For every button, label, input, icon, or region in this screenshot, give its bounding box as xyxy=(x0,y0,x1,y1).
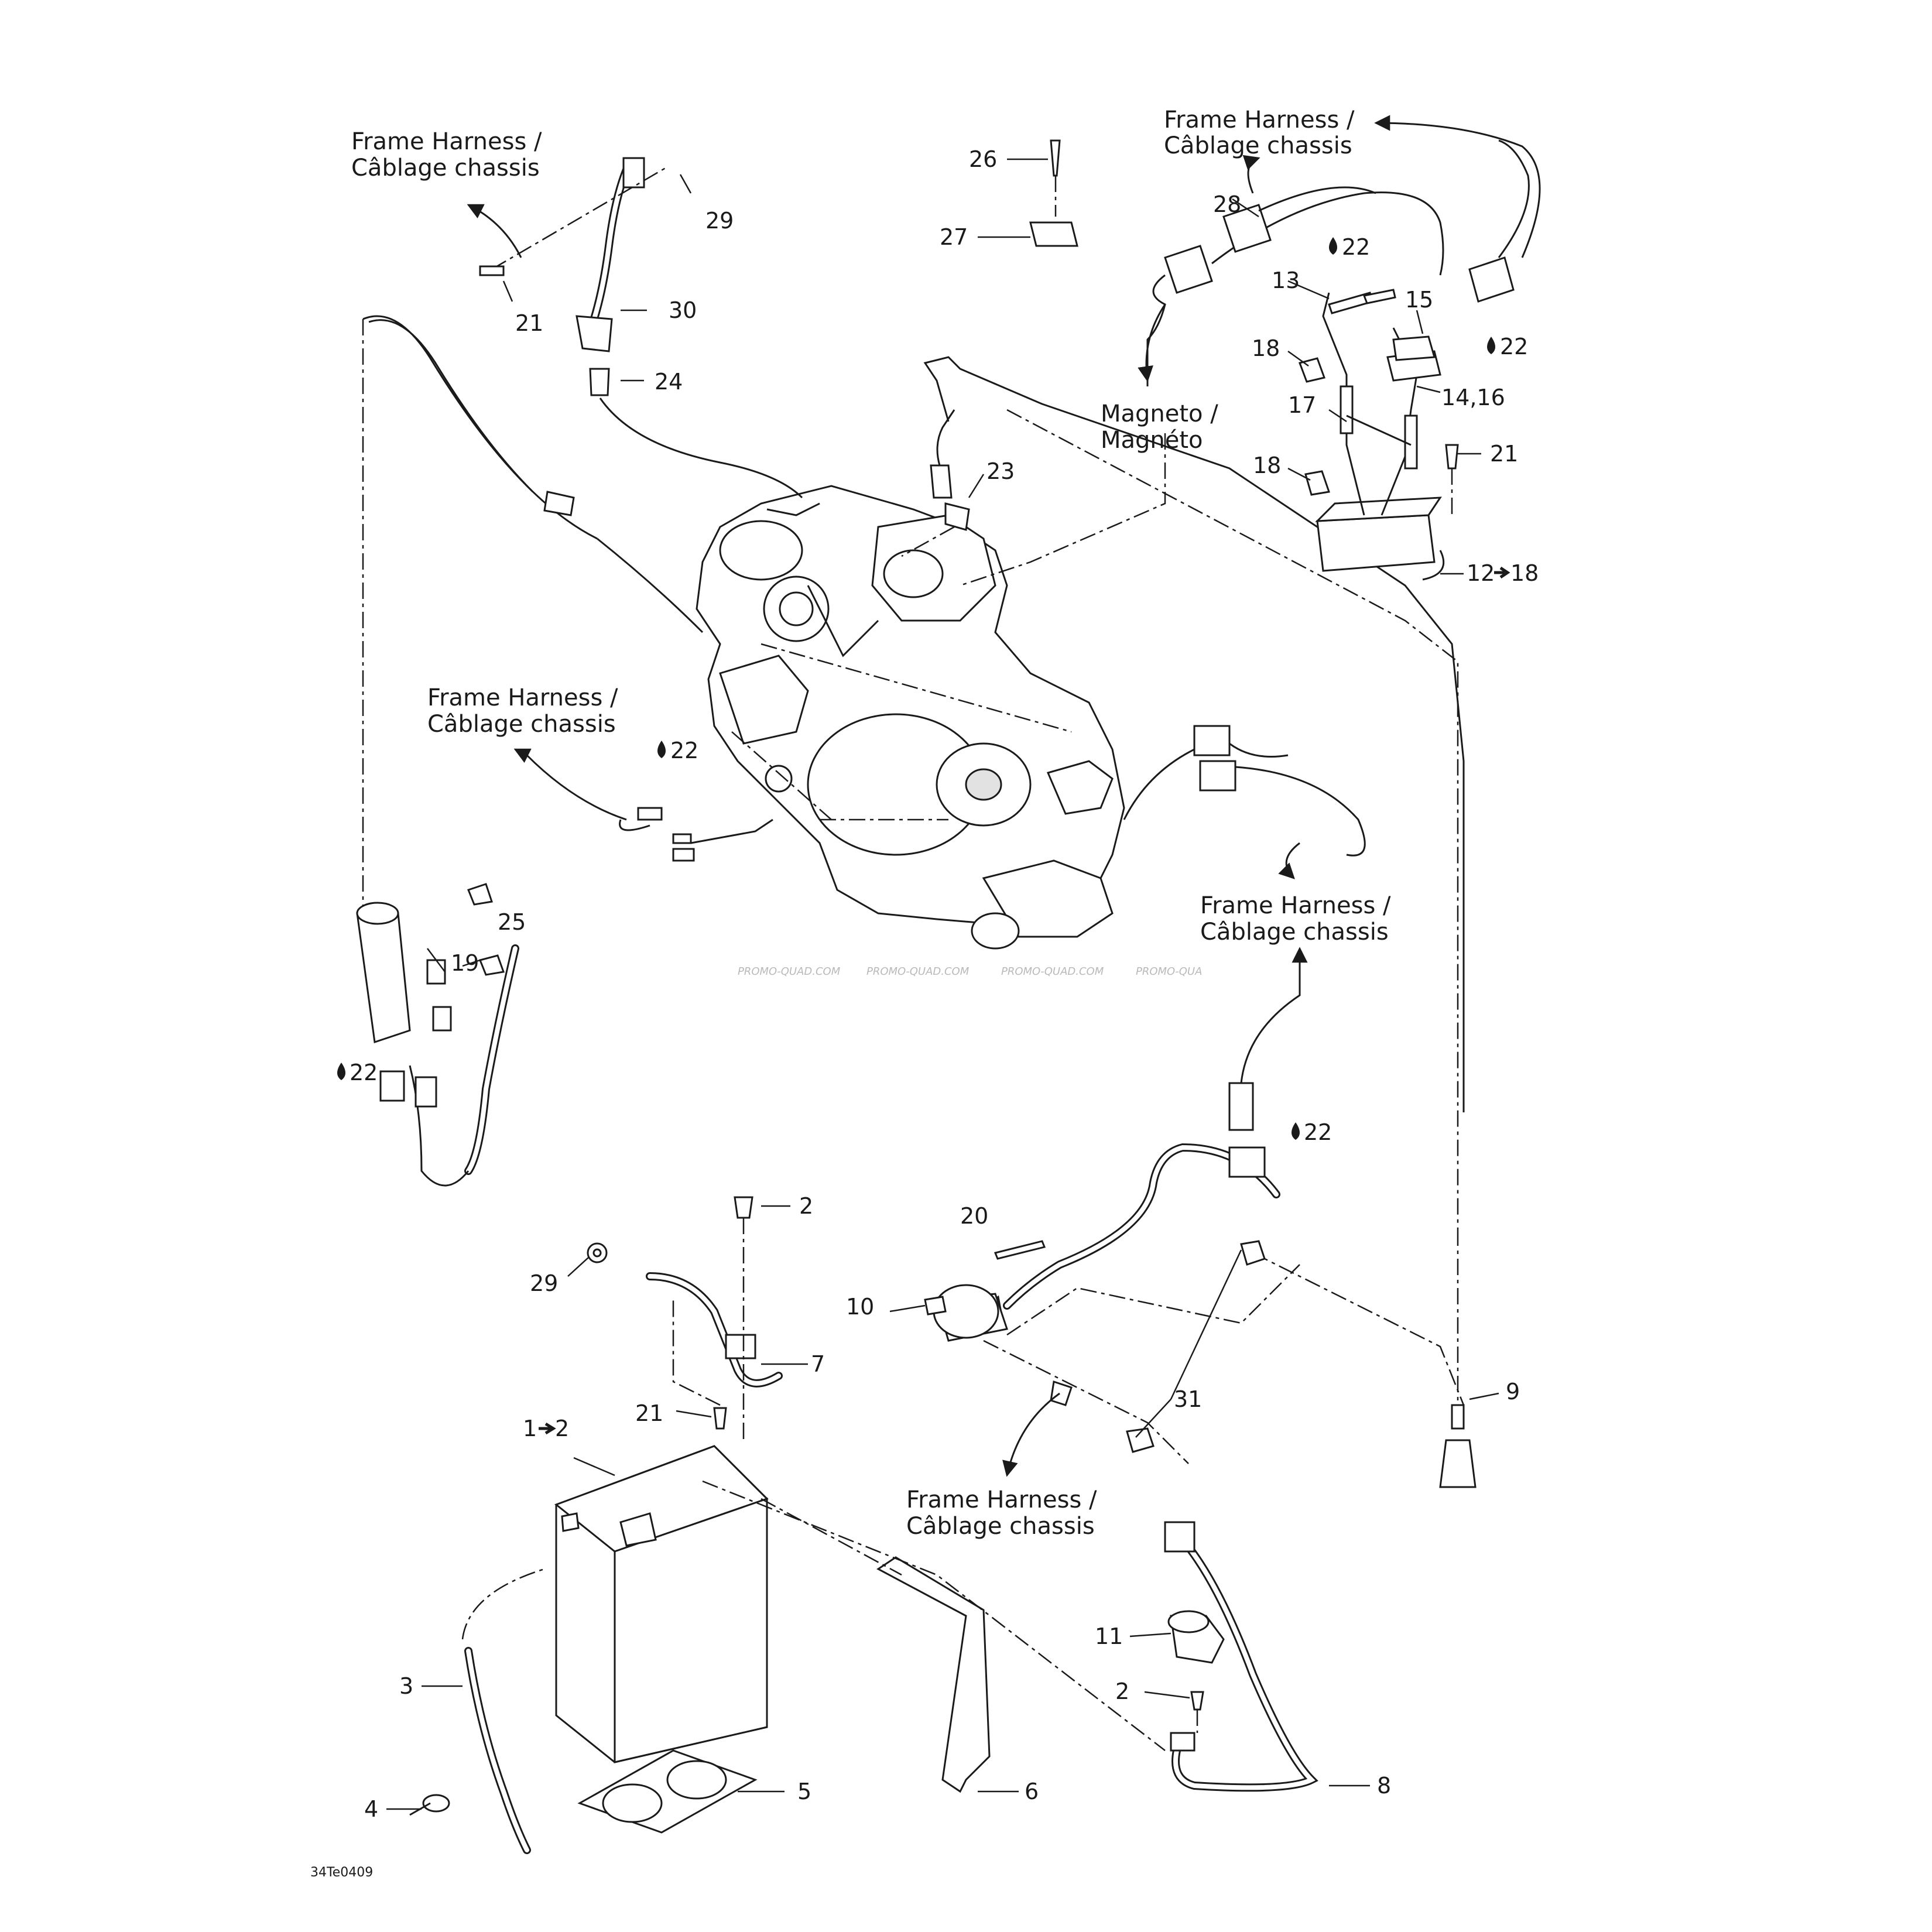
frame-harness-label-5: Frame Harness / Câblage chassis xyxy=(906,1486,1097,1540)
svg-text:Magnéto: Magnéto xyxy=(1101,427,1203,454)
callout-2: 2 xyxy=(1115,1678,1129,1704)
callout-18: 18 xyxy=(1252,335,1280,361)
callout-21: 21 xyxy=(1490,441,1518,467)
svg-text:Câblage chassis: Câblage chassis xyxy=(427,711,616,738)
arrow-right-icon xyxy=(539,1422,556,1435)
callout-15: 15 xyxy=(1405,287,1433,313)
callout-9: 9 xyxy=(1506,1379,1520,1405)
callout-10: 10 xyxy=(846,1294,874,1320)
callout-19: 19 xyxy=(451,950,479,976)
magneto-label: Magneto / Magnéto xyxy=(1101,400,1218,454)
svg-text:Câblage chassis: Câblage chassis xyxy=(1200,919,1389,946)
callout-6: 6 xyxy=(1025,1779,1039,1804)
callout-21: 21 xyxy=(515,310,543,336)
callout-25: 25 xyxy=(498,909,526,935)
callout-29: 29 xyxy=(530,1270,558,1296)
callout-22: 22 xyxy=(1342,234,1370,260)
callout-30: 30 xyxy=(669,297,697,323)
callout-24: 24 xyxy=(655,369,683,395)
svg-text:Frame Harness /: Frame Harness / xyxy=(1164,107,1355,133)
callout-17: 17 xyxy=(1288,392,1316,418)
svg-text:Frame Harness /: Frame Harness / xyxy=(1200,892,1391,919)
svg-text:PROMO-QUAD.COM: PROMO-QUAD.COM xyxy=(866,965,970,978)
callout-2: 2 xyxy=(555,1416,569,1441)
drop-icon xyxy=(1487,337,1495,354)
callout-22: 22 xyxy=(1304,1119,1332,1145)
callout-7: 7 xyxy=(811,1351,825,1377)
callout-31: 31 xyxy=(1174,1386,1202,1412)
callout-28: 28 xyxy=(1213,191,1241,217)
drop-icon xyxy=(1292,1122,1300,1140)
frame-harness-label-3: Frame Harness / Câblage chassis xyxy=(427,684,618,738)
callout-11: 11 xyxy=(1095,1623,1123,1649)
callout-8: 8 xyxy=(1377,1773,1391,1799)
callout-21: 21 xyxy=(635,1400,663,1426)
callout-20: 20 xyxy=(960,1203,988,1229)
drawing-code: 34Te0409 xyxy=(310,1865,373,1880)
callout-22: 22 xyxy=(1500,334,1528,359)
leader-lines xyxy=(386,158,1499,1810)
callout-3: 3 xyxy=(399,1673,413,1699)
svg-text:Frame Harness /: Frame Harness / xyxy=(906,1486,1097,1513)
svg-text:Frame Harness /: Frame Harness / xyxy=(427,684,618,711)
svg-text:Câblage chassis: Câblage chassis xyxy=(351,155,540,181)
callout-23: 23 xyxy=(986,458,1015,484)
callout-14-16: 14,16 xyxy=(1441,385,1505,410)
callout-18: 18 xyxy=(1253,453,1281,478)
callout-13: 13 xyxy=(1272,268,1300,293)
drop-icon xyxy=(337,1063,345,1080)
frame-harness-label-1: Frame Harness / Câblage chassis xyxy=(351,128,542,181)
svg-text:Frame Harness /: Frame Harness / xyxy=(351,128,542,155)
connection-lines xyxy=(356,115,1541,1854)
frame-harness-label-4: Frame Harness / Câblage chassis xyxy=(1200,892,1391,946)
callout-22: 22 xyxy=(670,738,698,763)
callout-29: 29 xyxy=(705,208,734,234)
frame-harness-label-2: Frame Harness / Câblage chassis xyxy=(1164,107,1355,159)
svg-text:Magneto /: Magneto / xyxy=(1101,400,1218,427)
callout-26: 26 xyxy=(969,146,997,172)
callout-4: 4 xyxy=(364,1796,378,1822)
svg-text:Câblage chassis: Câblage chassis xyxy=(1164,132,1352,159)
callout-12: 12 xyxy=(1467,560,1495,586)
callout-numbers: 29 21 30 24 26 27 28 22 13 15 22 18 14,1… xyxy=(337,146,1539,1822)
svg-text:PROMO-QUAD.COM: PROMO-QUAD.COM xyxy=(1001,965,1104,978)
arrow-right-icon xyxy=(1494,566,1510,579)
callout-22: 22 xyxy=(350,1060,378,1085)
svg-text:PROMO-QUAD.COM: PROMO-QUAD.COM xyxy=(738,965,841,978)
callout-18: 18 xyxy=(1510,560,1539,586)
drop-icon xyxy=(657,741,666,758)
engine-assembly xyxy=(696,485,1125,950)
drop-icon xyxy=(1329,237,1337,255)
callout-5: 5 xyxy=(797,1779,811,1804)
callout-2: 2 xyxy=(799,1193,813,1219)
svg-text:PROMO-QUA: PROMO-QUA xyxy=(1136,965,1202,978)
callout-1: 1 xyxy=(523,1416,537,1441)
callout-27: 27 xyxy=(940,224,968,250)
watermark: PROMO-QUAD.COM PROMO-QUAD.COM PROMO-QUAD… xyxy=(738,965,1202,978)
svg-text:Câblage chassis: Câblage chassis xyxy=(906,1513,1095,1540)
